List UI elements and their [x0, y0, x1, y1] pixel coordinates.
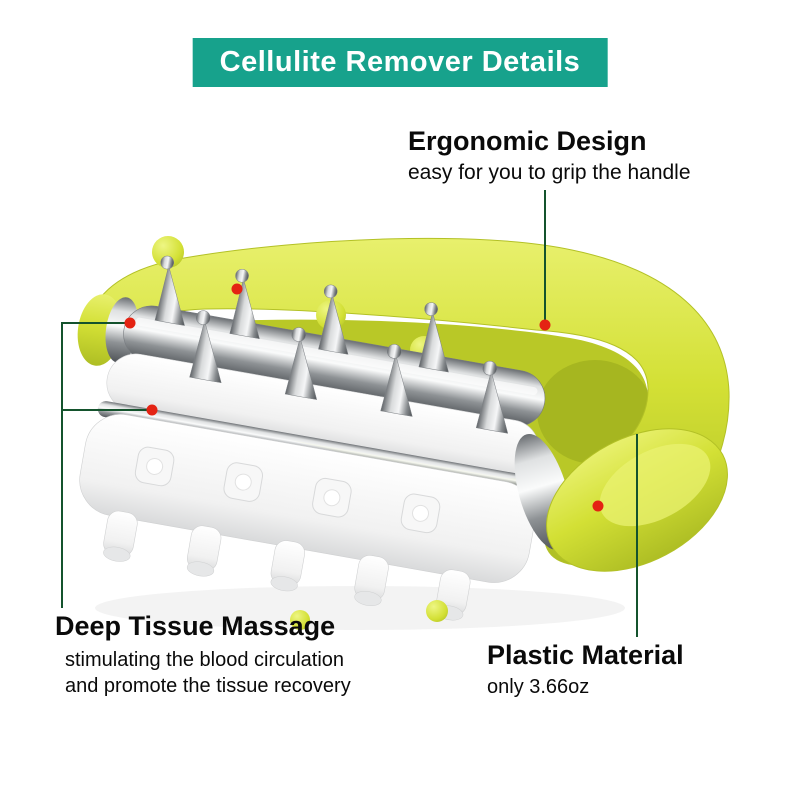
right-end-cap-highlight [599, 443, 711, 527]
yellow-ball-knob [426, 600, 448, 622]
callout-dots [124, 283, 604, 512]
callout-plastic-description: only 3.66oz [487, 676, 590, 698]
yellow-ball-knob [152, 236, 184, 268]
product-shadow [95, 586, 625, 630]
callout-dot-deep-tissue-2 [146, 404, 158, 416]
massage-cones-back-row [154, 255, 449, 373]
massager-product [77, 236, 730, 630]
title-banner: Cellulite Remover Details [192, 38, 608, 87]
massage-cones-front-row [189, 310, 509, 434]
callout-lines [61, 190, 638, 637]
callout-deep-tissue-description: stimulating the blood circulation and pr… [65, 647, 351, 699]
callout-deep-tissue-title: Deep Tissue Massage [55, 611, 336, 641]
callout-deep-tissue-description-line2: and promote the tissue recovery [65, 675, 351, 697]
callout-dot-ergonomic [539, 319, 551, 331]
callout-ergonomic: Ergonomic Design easy for you to grip th… [408, 126, 691, 186]
callout-dot-knob [231, 283, 243, 295]
title-banner-label: Cellulite Remover Details [219, 46, 581, 78]
yellow-ball-knob [290, 610, 310, 630]
chrome-roller-highlight [135, 317, 538, 396]
callout-deep-tissue-description-line1: stimulating the blood circulation [65, 649, 345, 671]
callout-ergonomic-title: Ergonomic Design [408, 126, 647, 156]
callout-ergonomic-description: easy for you to grip the handle [408, 161, 691, 184]
callout-dot-deep-tissue-1 [124, 317, 136, 329]
callout-plastic-title: Plastic Material [487, 640, 684, 670]
front-studs [134, 446, 441, 534]
bottom-knobs [103, 510, 471, 621]
callout-plastic: Plastic Material only 3.66oz [487, 640, 684, 700]
callout-dot-plastic [592, 500, 604, 512]
roller-unit [79, 255, 546, 621]
callout-deep-tissue: Deep Tissue Massage stimulating the bloo… [55, 611, 351, 699]
